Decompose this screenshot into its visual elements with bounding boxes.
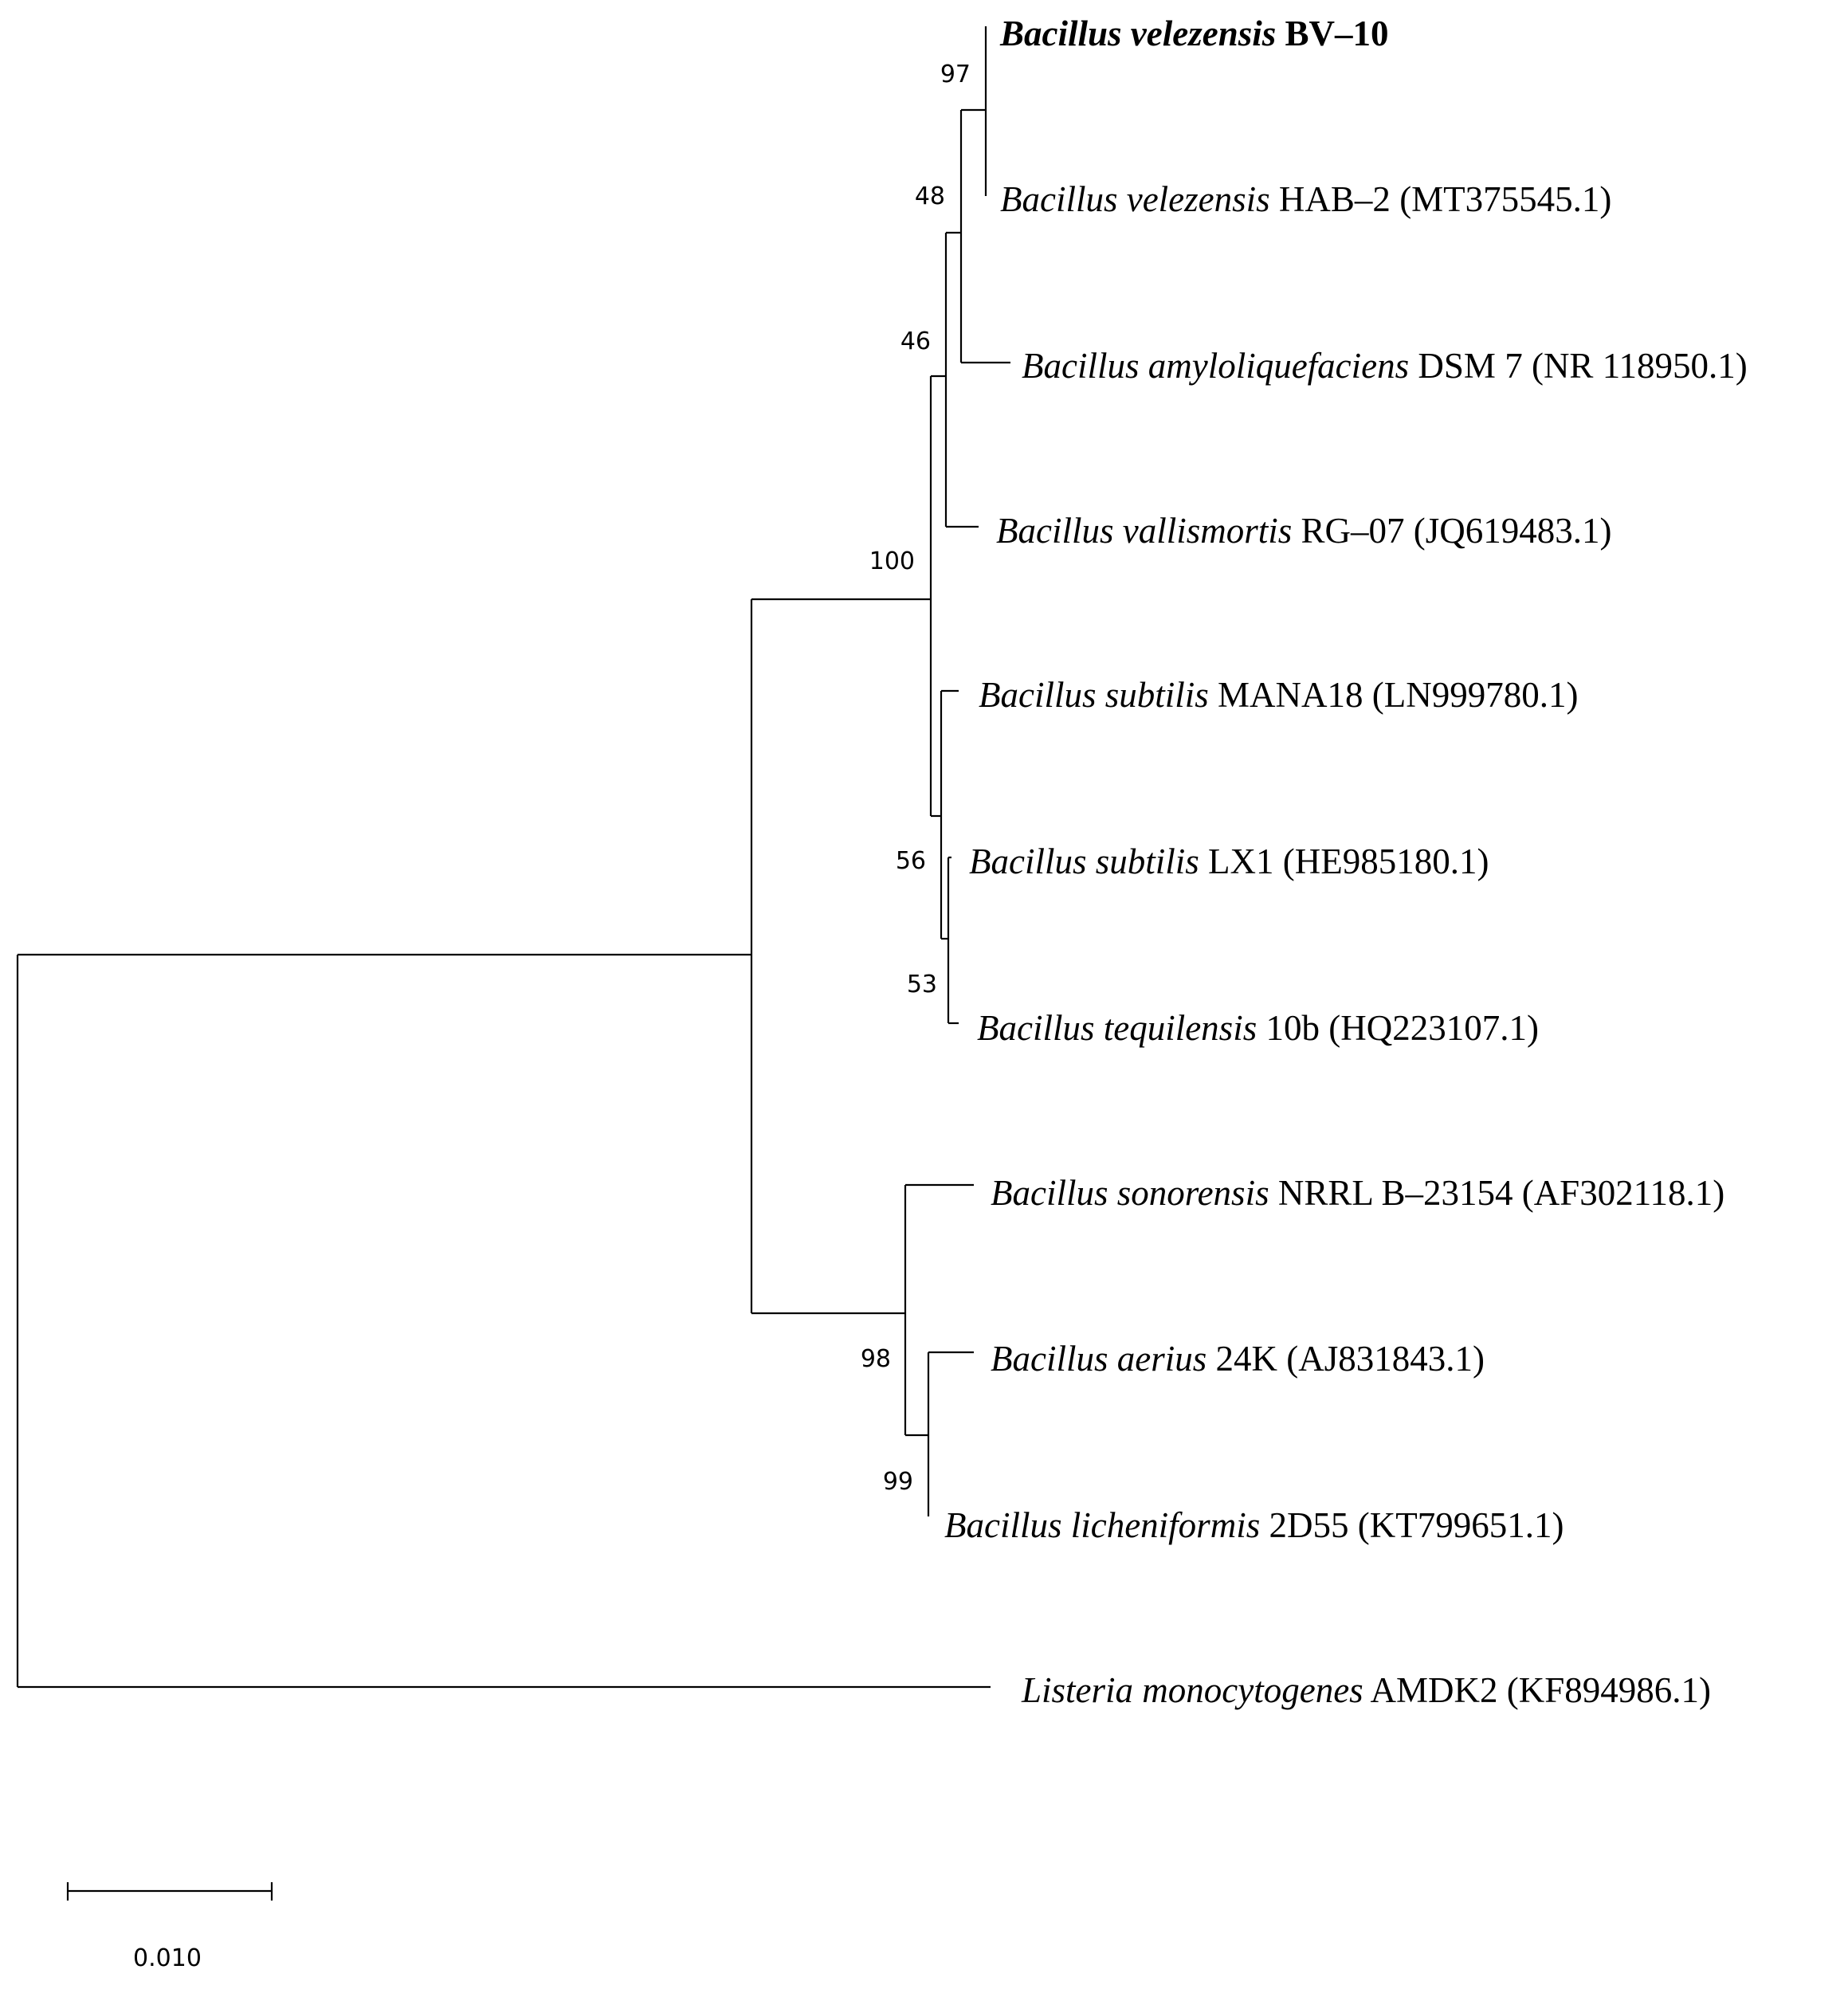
scale-bar-label: 0.010	[133, 1944, 202, 1972]
bootstrap-100: 100	[869, 547, 915, 575]
bootstrap-46: 46	[900, 328, 931, 355]
bootstrap-values: 97 48 46 100 56 53 98 99	[861, 61, 971, 1496]
taxon-label-lx1: Bacillus subtilis LX1 (HE985180.1)	[969, 842, 1489, 881]
taxon-label-2d55: Bacillus licheniformis 2D55 (KT799651.1)	[944, 1505, 1564, 1545]
taxon-label-dsm7: Bacillus amyloliquefaciens DSM 7 (NR 118…	[1022, 346, 1748, 386]
taxon-label-amdk2: Listeria monocytogenes AMDK2 (KF894986.1…	[1021, 1670, 1711, 1710]
taxon-labels: Bacillus velezensis BV–10 Bacillus velez…	[944, 14, 1748, 1710]
taxon-label-nrrl: Bacillus sonorensis NRRL B–23154 (AF3021…	[991, 1173, 1724, 1213]
tree-branches	[16, 26, 1010, 1689]
bootstrap-48: 48	[915, 182, 945, 210]
taxon-label-hab2: Bacillus velezensis HAB–2 (MT375545.1)	[1000, 179, 1611, 219]
taxon-label-rg07: Bacillus vallismortis RG–07 (JQ619483.1)	[996, 511, 1612, 551]
bootstrap-56: 56	[896, 847, 926, 875]
taxon-label-bv10: Bacillus velezensis BV–10	[999, 14, 1389, 53]
bootstrap-97: 97	[940, 61, 971, 88]
taxon-label-mana18: Bacillus subtilis MANA18 (LN999780.1)	[979, 675, 1579, 715]
taxon-label-24k: Bacillus aerius 24K (AJ831843.1)	[991, 1339, 1485, 1379]
taxon-label-10b: Bacillus tequilensis 10b (HQ223107.1)	[977, 1008, 1539, 1048]
bootstrap-53: 53	[907, 971, 937, 998]
scale-bar: 0.010	[66, 1882, 273, 1972]
bootstrap-99: 99	[883, 1468, 913, 1496]
bootstrap-98: 98	[861, 1345, 891, 1373]
